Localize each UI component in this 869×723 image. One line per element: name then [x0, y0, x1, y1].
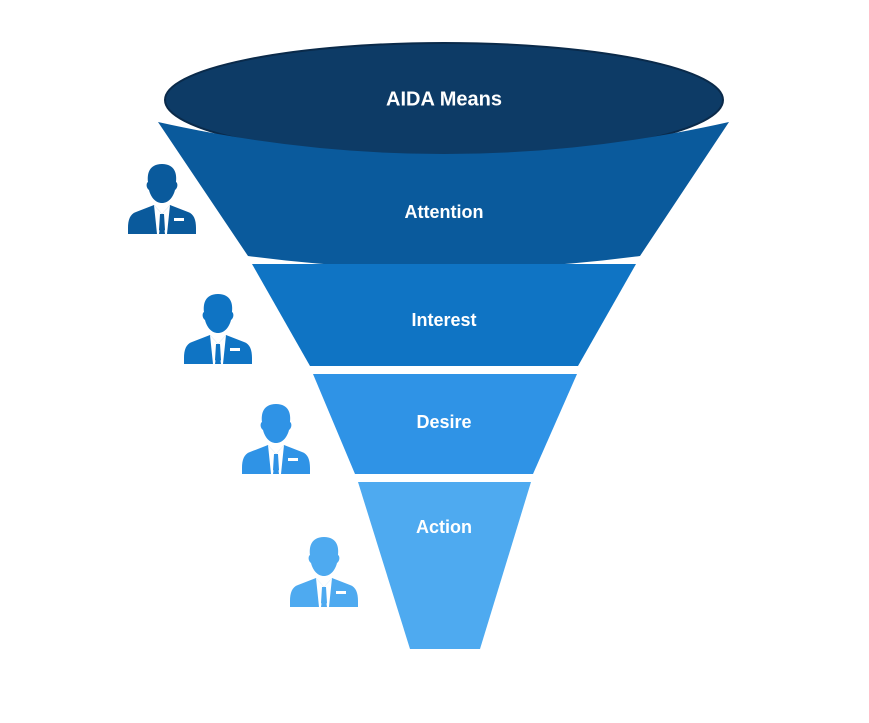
funnel-stage-attention: [158, 122, 729, 269]
stage-label-interest: Interest: [411, 310, 476, 330]
stage-label-attention: Attention: [405, 202, 484, 222]
funnel-stage-interest: [252, 264, 636, 366]
person-icon-interest: [184, 294, 252, 364]
funnel-stage-desire: [313, 374, 577, 474]
stage-label-desire: Desire: [416, 412, 471, 432]
person-icon-action: [290, 537, 358, 607]
funnel-title: AIDA Means: [386, 88, 502, 110]
funnel-stage-action: [358, 482, 531, 649]
person-icon-attention: [128, 164, 196, 234]
stage-label-action: Action: [416, 517, 472, 537]
person-icon-desire: [242, 404, 310, 474]
